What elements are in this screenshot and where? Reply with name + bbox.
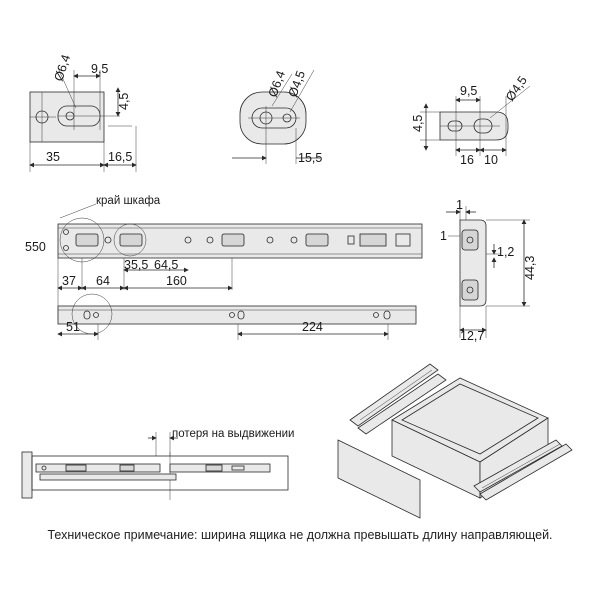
drawer-isometric: [337, 363, 573, 519]
dim-top: 9,5: [91, 62, 108, 76]
dim-37: 37: [62, 274, 76, 288]
extension-loss-view: потеря на выдвижении: [21, 428, 294, 500]
dim-width: 15,5: [298, 151, 322, 165]
profile-dim-left: 1: [440, 229, 447, 243]
dim-64: 64: [96, 274, 110, 288]
profile-dim-top: 1: [456, 198, 463, 212]
extension-loss-label: потеря на выдвижении: [172, 428, 294, 440]
dim-left: 35: [46, 150, 60, 164]
dim-right: 10: [484, 153, 498, 167]
dim-64-5: 64,5: [154, 258, 178, 272]
dim-35-5: 35,5: [124, 258, 148, 272]
rail-side-view: край шкафа 550 35,5 64,5 160: [25, 195, 423, 340]
dim-160: 160: [166, 274, 187, 288]
cabinet-wall: [21, 451, 33, 499]
dim-left: 16: [460, 153, 474, 167]
dim-224: 224: [302, 320, 323, 334]
detail-view-right: 9,5 Ø4,5 4,5 16 10: [411, 73, 531, 167]
drawer-front-panel: [337, 439, 421, 519]
dim-51: 51: [66, 320, 80, 334]
left-rail-iso: [349, 363, 447, 435]
profile-dim-width: 12,7: [460, 329, 484, 343]
dim-right: 16,5: [108, 150, 132, 164]
cabinet-outline: [31, 455, 289, 491]
dim-hole-diameter: Ø6,4: [52, 53, 74, 83]
dim-top: 9,5: [460, 84, 477, 98]
technical-note: Техническое примечание: ширина ящика не …: [47, 528, 553, 542]
cabinet-edge-label: край шкафа: [96, 195, 161, 207]
detail-view-center: Ø6,4 Ø4,5 15,5: [232, 69, 322, 165]
dim-hole-diameter: Ø4,5: [503, 73, 530, 103]
drawer-rail: [57, 305, 417, 325]
right-rail-iso: [473, 439, 573, 501]
profile-dim-height: 44,3: [523, 256, 537, 280]
dim-height: 4,5: [117, 93, 131, 110]
dim-height: 4,5: [411, 115, 425, 132]
detail-view-left: Ø6,4 9,5 4,5 35 16,5: [29, 53, 137, 172]
rail-length: 550: [25, 240, 46, 254]
rail-profile-section: 1 1 1,2 44,3 12,7: [440, 198, 537, 343]
profile-dim-gap: 1,2: [497, 245, 514, 259]
dim-hole-diameter-2: Ø4,5: [286, 69, 308, 99]
rail-inner: [35, 463, 161, 473]
